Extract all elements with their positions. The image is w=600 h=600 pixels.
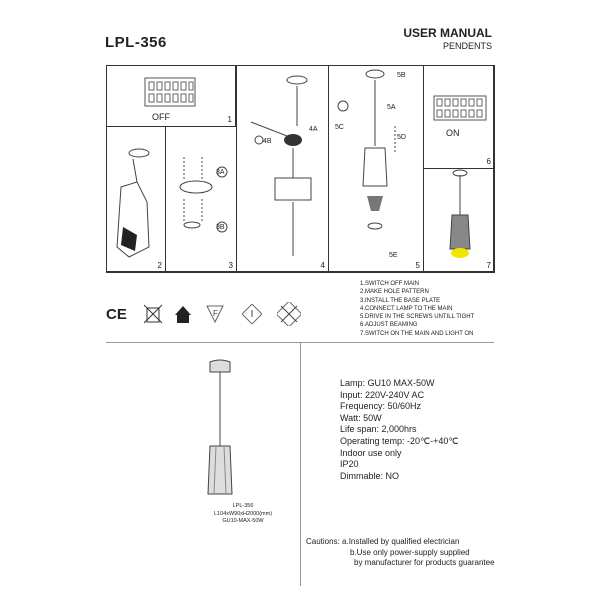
step-5-panel: 5B 5A 5C 5D 5E 5 bbox=[328, 65, 424, 273]
pendent-lamp-illustration bbox=[207, 359, 233, 495]
caution-line: by manufacturer for products guarantee bbox=[354, 558, 495, 568]
step-text: 1.SWITCH OFF MAIN bbox=[360, 281, 419, 287]
callout-3b: 3B bbox=[216, 224, 225, 231]
step-7-panel: 7 bbox=[423, 168, 495, 273]
screw-fixing-illustration bbox=[337, 69, 396, 230]
step-3-panel: 3A 3B 3 bbox=[165, 126, 237, 273]
step-number: 2 bbox=[157, 261, 162, 270]
spec-line: Input: 220V-240V AC bbox=[340, 389, 425, 400]
step-text: 3.INSTALL THE BASE PLATE bbox=[360, 297, 441, 304]
lamp-glow bbox=[451, 248, 469, 258]
callout-5e: 5E bbox=[389, 252, 398, 259]
product-caption: LPL-356 L104xW90xH2000(mm) GU10-MAX-50W bbox=[208, 503, 278, 526]
installation-diagram: OFF 1 2 3A 3B 3 bbox=[106, 65, 495, 273]
manual-title: USER MANUAL bbox=[403, 26, 492, 40]
cautions: Cautions: a.Installed by qualified elect… bbox=[306, 537, 495, 569]
callout-5a: 5A bbox=[387, 104, 396, 111]
step-2-panel: 2 bbox=[106, 126, 166, 273]
step-1-panel: OFF 1 bbox=[106, 65, 236, 127]
lamp-on-illustration bbox=[449, 169, 471, 258]
model-number: LPL-356 bbox=[105, 34, 167, 51]
caution-line: b.Use only power-supply supplied bbox=[350, 547, 470, 557]
step-number: 3 bbox=[228, 261, 233, 270]
switch-on-illustration bbox=[433, 95, 487, 121]
caption-model: LPL-356 bbox=[232, 503, 254, 509]
caption-dimensions: L104xW90xH2000(mm) bbox=[213, 510, 273, 517]
off-label: OFF bbox=[152, 112, 170, 122]
step-number: 4 bbox=[320, 261, 325, 270]
section-divider bbox=[106, 342, 494, 343]
hole-drilling-illustration bbox=[116, 148, 150, 258]
switch-off-illustration bbox=[144, 77, 196, 107]
on-label: ON bbox=[446, 128, 460, 138]
spec-line: Life span: 2,000hrs bbox=[340, 424, 417, 435]
step-text: 4.CONNECT LAMP TO THE MAIN bbox=[360, 305, 453, 312]
recycle-house-icon bbox=[175, 306, 191, 323]
spec-line: Lamp: GU10 MAX-50W bbox=[340, 378, 435, 388]
callout-3a: 3A bbox=[216, 169, 225, 176]
no-insulation-cover-icon bbox=[277, 302, 301, 326]
specifications: Lamp: GU10 MAX-50W Input: 220V-240V AC F… bbox=[340, 378, 459, 482]
class-2-icon bbox=[242, 304, 262, 324]
step-4-panel: 4A 4B 4 bbox=[236, 65, 329, 273]
wiring-illustration bbox=[250, 75, 312, 256]
column-divider bbox=[300, 343, 301, 586]
step-number: 5 bbox=[415, 261, 420, 270]
step-text: 7.SWITCH ON THE MAIN AND LIGHT ON bbox=[360, 330, 474, 337]
step-number: 6 bbox=[486, 157, 491, 166]
step-number: 1 bbox=[227, 115, 232, 124]
step-text: 2.MAKE HOLE PATTERN bbox=[360, 289, 429, 296]
step-6-panel: ON 6 bbox=[423, 65, 495, 169]
step-text: 5.DRIVE IN THE SCREWS UNTILL TIGHT bbox=[360, 314, 475, 321]
spec-line: Watt: 50W bbox=[340, 412, 382, 423]
spec-line: Operating temp: -20℃-+40℃ bbox=[340, 435, 459, 446]
manual-subtitle: PENDENTS bbox=[442, 41, 492, 51]
spec-line: Indoor use only bbox=[340, 447, 402, 458]
weee-bin-icon bbox=[143, 304, 163, 324]
f-mark-icon: F bbox=[206, 305, 224, 324]
base-plate-illustration bbox=[179, 157, 228, 233]
caution-line: Cautions: a.Installed by qualified elect… bbox=[306, 537, 460, 546]
callout-4b: 4B bbox=[263, 138, 272, 145]
callout-5d: 5D bbox=[397, 134, 406, 141]
callout-5b: 5B bbox=[397, 72, 406, 79]
step-text: 6.ADJUST BEAMING bbox=[360, 322, 418, 329]
spec-line: Dimmable: NO bbox=[340, 470, 400, 481]
spec-line: IP20 bbox=[340, 459, 359, 470]
caption-lamp: GU10-MAX-50W bbox=[222, 518, 264, 524]
spec-line: Frequency: 50/60Hz bbox=[340, 401, 422, 412]
installation-steps: 1.SWITCH OFF MAIN 2.MAKE HOLE PATTERN 3.… bbox=[360, 280, 500, 338]
ce-mark-icon: CE bbox=[106, 306, 127, 323]
callout-5c: 5C bbox=[335, 124, 344, 131]
step-number: 7 bbox=[486, 261, 491, 270]
svg-text:F: F bbox=[213, 309, 218, 318]
callout-4a: 4A bbox=[309, 126, 318, 133]
